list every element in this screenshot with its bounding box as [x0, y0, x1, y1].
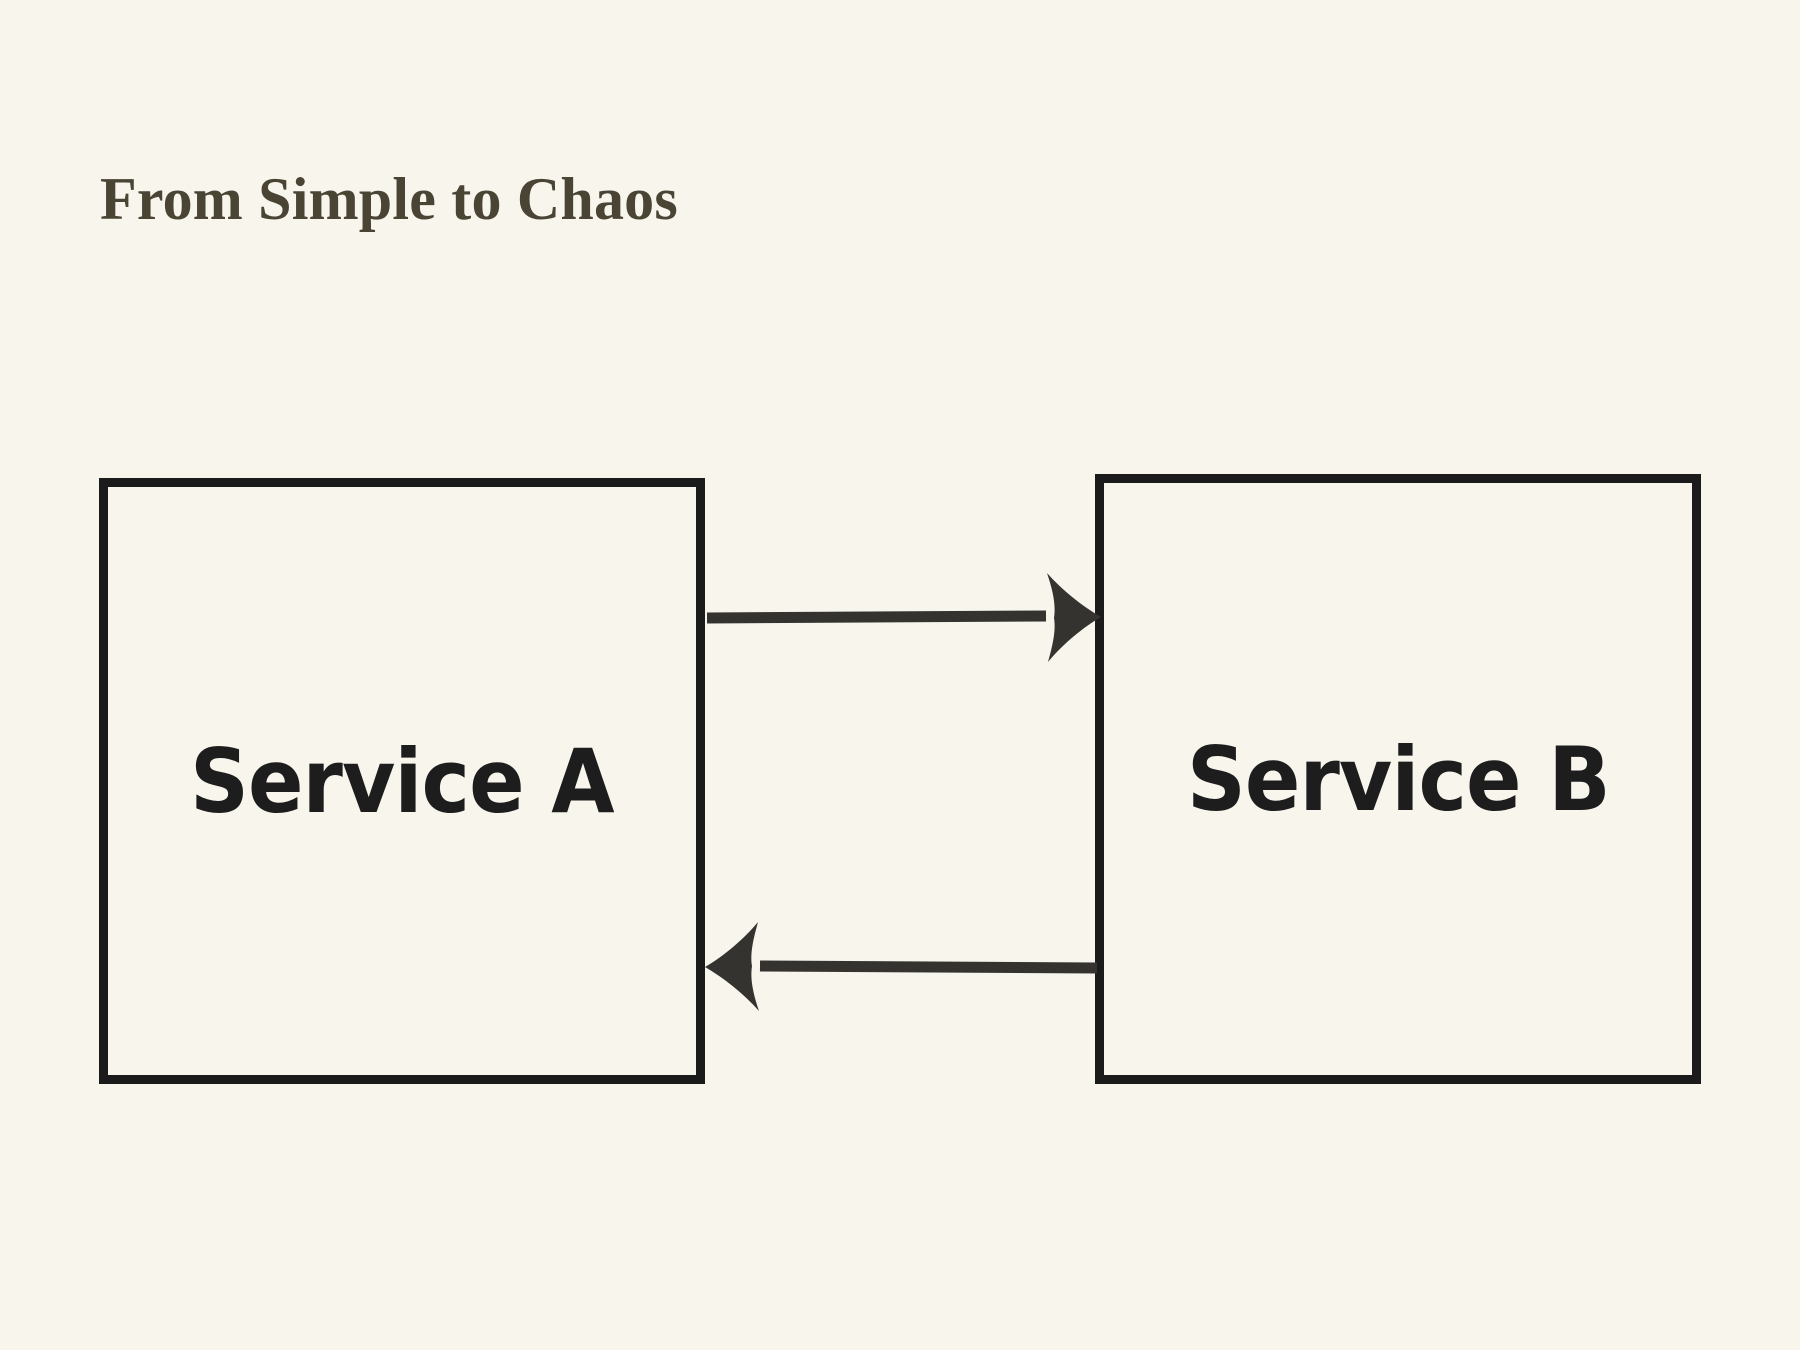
page-title: From Simple to Chaos — [100, 166, 678, 232]
edge-b-to-a-arrowhead — [705, 922, 759, 1011]
edge-a-to-b — [706, 573, 1101, 662]
node-service-b-label: Service B — [1186, 727, 1611, 831]
node-service-b[interactable]: Service B — [1095, 474, 1701, 1084]
node-service-a[interactable]: Service A — [99, 478, 705, 1084]
node-service-a-label: Service A — [190, 729, 615, 833]
edge-a-to-b-line — [706, 610, 1047, 624]
edge-b-to-a-line — [759, 960, 1098, 974]
edge-a-to-b-arrowhead — [1047, 573, 1101, 662]
edge-b-to-a — [705, 922, 1098, 1011]
